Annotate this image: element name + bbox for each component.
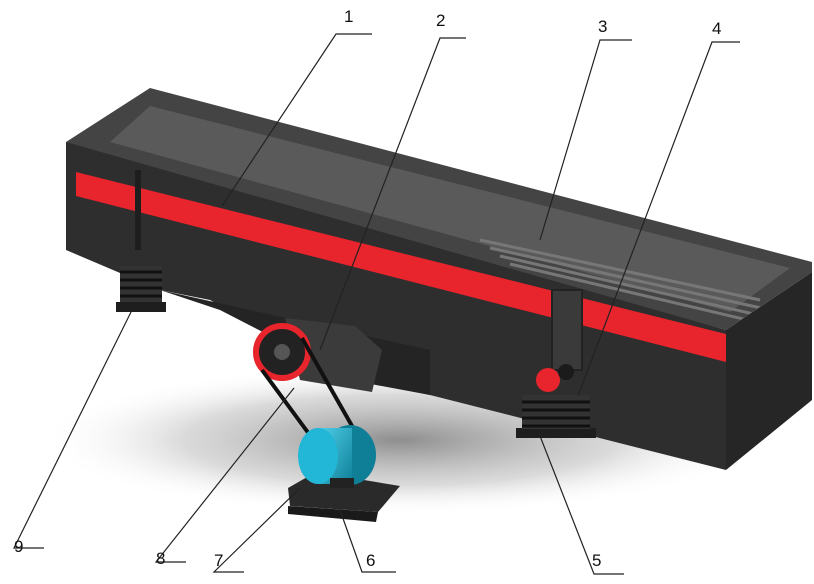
callout-8: 8 bbox=[156, 549, 166, 568]
callout-7: 7 bbox=[214, 551, 224, 570]
v-belt bbox=[260, 337, 362, 441]
bearing-housing bbox=[558, 364, 574, 380]
electric-motor bbox=[298, 425, 376, 488]
pulley-hub bbox=[274, 344, 290, 360]
left-spring bbox=[116, 266, 166, 312]
eccentric-weight bbox=[536, 368, 560, 392]
callout-5: 5 bbox=[592, 551, 602, 570]
callout-2: 2 bbox=[436, 11, 446, 30]
callout-3: 3 bbox=[598, 17, 608, 36]
drive-box bbox=[285, 318, 382, 392]
motor-base-front bbox=[288, 506, 378, 522]
feeder-end-panel bbox=[726, 272, 812, 470]
right-spring bbox=[516, 395, 596, 438]
callout-6: 6 bbox=[366, 551, 376, 570]
trough-inner-floor bbox=[110, 106, 790, 312]
callout-1: 1 bbox=[344, 7, 354, 26]
vibrator-bracket bbox=[551, 289, 583, 371]
callout-9: 9 bbox=[14, 537, 24, 556]
leader-lines bbox=[13, 33, 740, 575]
callout-4: 4 bbox=[712, 19, 722, 38]
